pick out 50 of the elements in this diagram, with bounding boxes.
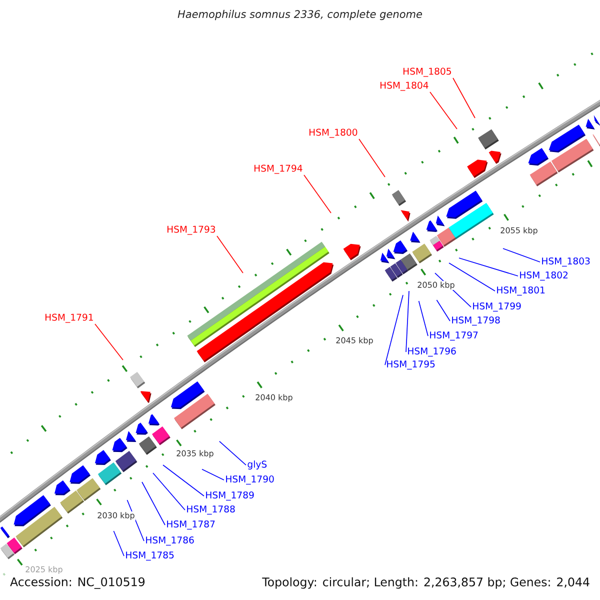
leader-line — [406, 290, 410, 352]
footer-text: Topology: circular; Length: 2,263,857 bp; Genes: 2,044 — [262, 577, 590, 589]
gene-label: HSM_1790 — [226, 475, 274, 485]
gene-label: HSM_1797 — [430, 331, 478, 341]
leader-line — [142, 482, 166, 526]
leader-line — [452, 78, 476, 118]
leader-line — [502, 248, 540, 262]
gene-label: HSM_1805 — [403, 68, 451, 77]
leader-line — [384, 294, 404, 366]
gene-label: HSM_1799 — [473, 302, 521, 312]
leader-line — [304, 174, 332, 214]
gene-label: HSM_1788 — [187, 505, 235, 515]
footer-text: Accession: NC_010519 — [10, 577, 145, 589]
gene-label: HSM_1787 — [167, 520, 215, 530]
leader-line — [152, 472, 186, 510]
leader-line — [218, 440, 246, 466]
gene-label: HSM_1793 — [167, 226, 216, 235]
gene-label: HSM_1789 — [206, 491, 254, 501]
gene-label: HSM_1791 — [45, 314, 93, 323]
tick-label: 2035 kbp — [176, 450, 214, 458]
tick-label: 2045 kbp — [335, 336, 374, 346]
leader-line — [430, 92, 458, 130]
gene-label: HSM_1786 — [146, 536, 194, 546]
gene-label: glyS — [248, 460, 267, 470]
tick-label: 2025 kbp — [24, 566, 64, 574]
leader-line — [216, 236, 244, 274]
gene-label: HSM_1795 — [387, 360, 435, 370]
leader-line — [458, 258, 518, 276]
tick-label: 2030 kbp — [96, 512, 136, 520]
gene-label: HSM_1785 — [126, 551, 174, 561]
tick-label: 2040 kbp — [254, 394, 294, 402]
gene-label: HSM_1804 — [380, 82, 428, 91]
leader-line — [94, 324, 124, 360]
gene-label: HSM_1800 — [309, 128, 358, 138]
gene-label: HSM_1802 — [520, 271, 568, 281]
gene-label: HSM_1801 — [497, 286, 545, 296]
tick-label: 2050 kbp — [416, 281, 456, 290]
tick-label: 2055 kbp — [500, 226, 538, 236]
leader-line — [418, 300, 428, 336]
leader-line — [448, 262, 496, 292]
leader-line — [358, 138, 386, 178]
gene-label: HSM_1798 — [452, 316, 500, 326]
gene-label: HSM_1794 — [254, 164, 302, 174]
gene-label: HSM_1803 — [542, 257, 590, 267]
leader-line — [202, 468, 224, 480]
title: Haemophilus somnus 2336, complete genome — [178, 10, 422, 20]
leader-line — [113, 530, 124, 556]
leader-line — [162, 464, 204, 496]
gene-label: HSM_1796 — [408, 347, 456, 357]
leader-line — [436, 300, 450, 322]
